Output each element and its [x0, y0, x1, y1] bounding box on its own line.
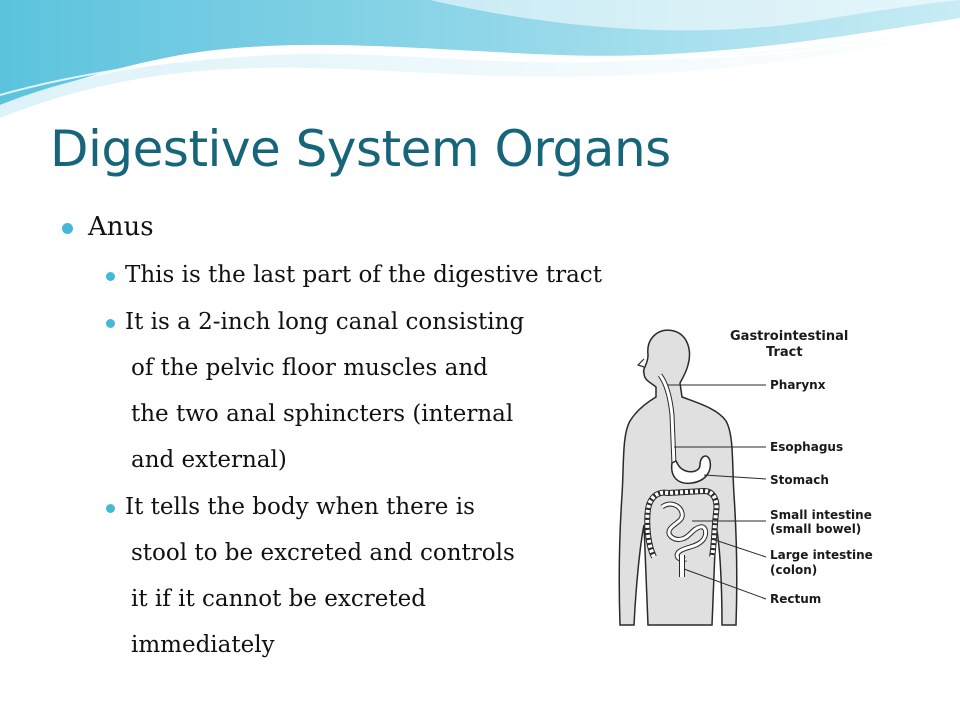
label-small-intestine-alt: (small bowel)	[770, 522, 862, 536]
sub-bullet-3-line-3: it if it cannot be excreted	[131, 586, 426, 612]
label-stomach: Stomach	[770, 473, 829, 487]
label-pharynx: Pharynx	[770, 378, 826, 392]
figure-title-line-2: Tract	[766, 345, 803, 360]
header-wave-decoration	[0, 0, 960, 118]
figure-title: Gastrointestinal Tract	[730, 329, 848, 361]
sub-bullet-1-line-1: This is the last part of the digestive t…	[125, 262, 602, 288]
bullet-marker	[106, 319, 115, 328]
label-esophagus: Esophagus	[770, 440, 844, 454]
sub-bullet-3-line-4: immediately	[131, 632, 275, 658]
label-small-intestine: Small intestine	[770, 508, 872, 522]
sub-bullet-2-line-3: the two anal sphincters (internal	[131, 401, 514, 427]
bullet-marker	[106, 504, 115, 513]
label-large-intestine-alt: (colon)	[770, 563, 818, 577]
bullet-level1-text: Anus	[88, 212, 154, 242]
bullet-marker	[62, 223, 73, 234]
gi-tract-figure: Gastrointestinal Tract Pharynx Esophagus…	[608, 325, 880, 635]
body-outline-illustration	[618, 329, 767, 626]
bullet-marker	[106, 272, 115, 281]
slide-title: Digestive System Organs	[50, 120, 671, 178]
sub-bullet-3-line-2: stool to be excreted and controls	[131, 540, 515, 566]
label-large-intestine: Large intestine	[770, 548, 873, 562]
figure-title-line-1: Gastrointestinal	[730, 329, 849, 344]
sub-bullet-2-line-2: of the pelvic floor muscles and	[131, 355, 488, 381]
label-rectum: Rectum	[770, 592, 822, 606]
sub-bullet-3-line-1: It tells the body when there is	[125, 494, 475, 520]
sub-bullet-2-line-4: and external)	[131, 447, 287, 473]
sub-bullet-2-line-1: It is a 2-inch long canal consisting	[125, 309, 525, 335]
